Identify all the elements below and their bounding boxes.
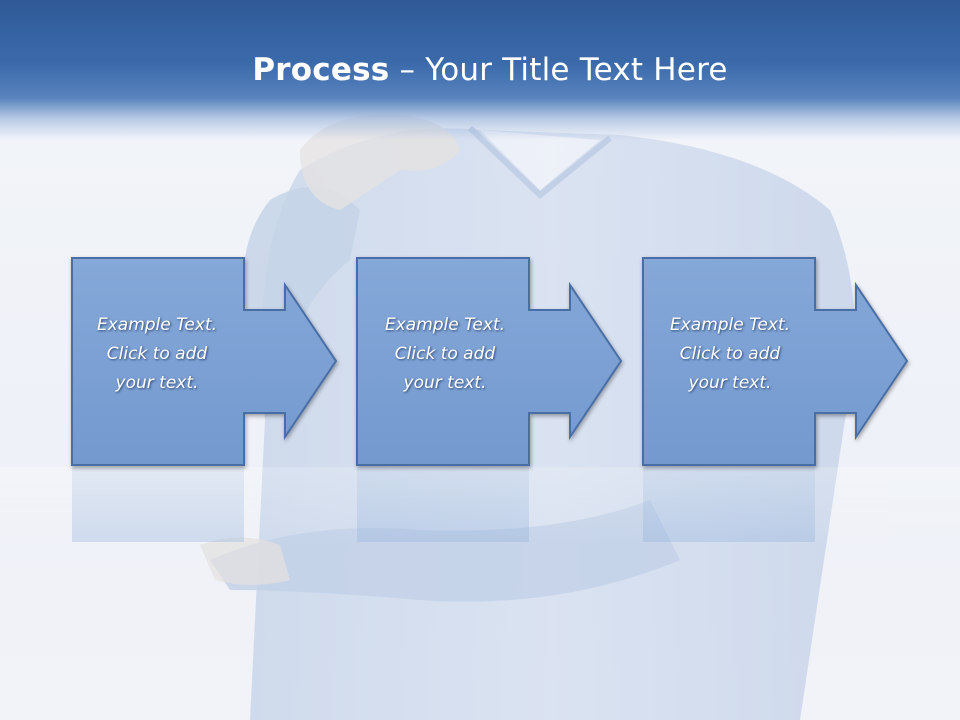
process-step-1-shape[interactable] [71, 257, 338, 466]
step-line: Click to add [394, 344, 496, 364]
slide-title[interactable]: Process – Your Title Text Here [0, 52, 960, 88]
title-text: – Your Title Text Here [389, 52, 728, 88]
step-line: Click to add [679, 344, 781, 364]
title-bar [0, 0, 960, 140]
step-line: Example Text. [669, 315, 791, 335]
step-line: Click to add [106, 344, 208, 364]
step-line: your text. [403, 373, 487, 393]
step-line: your text. [688, 373, 772, 393]
process-step-2-text[interactable]: Example Text. Click to add your text. [355, 311, 535, 398]
step-line: Example Text. [96, 315, 218, 335]
process-step-3-shape[interactable] [642, 257, 909, 466]
process-step-3-text[interactable]: Example Text. Click to add your text. [640, 311, 820, 398]
process-step-2-shape[interactable] [356, 257, 623, 466]
step-line: your text. [115, 373, 199, 393]
process-step-1-text[interactable]: Example Text. Click to add your text. [67, 311, 247, 398]
title-bold: Process [252, 52, 390, 88]
step-line: Example Text. [384, 315, 506, 335]
